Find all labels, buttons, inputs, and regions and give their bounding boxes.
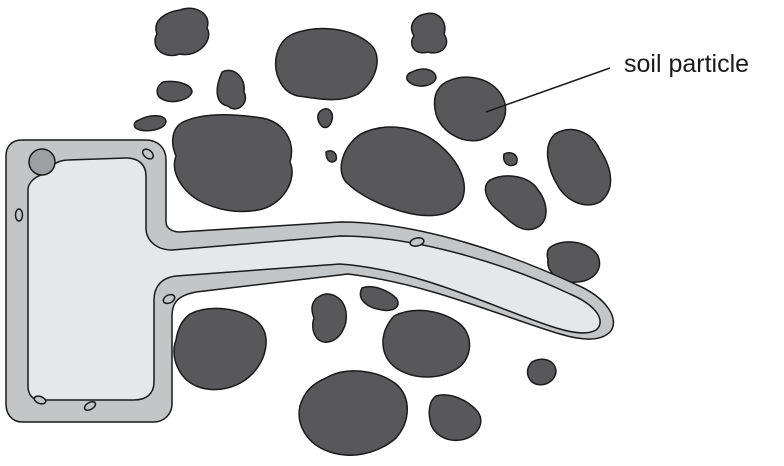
nucleus (29, 149, 55, 175)
soil-particle (412, 13, 447, 53)
soil-particle (157, 81, 192, 101)
soil-particle (429, 395, 481, 440)
soil-particle (173, 115, 292, 212)
soil-particle (485, 176, 546, 230)
soil-particle-label: soil particle (624, 50, 749, 79)
soil-particle (407, 69, 436, 86)
soil-particle (326, 151, 336, 162)
soil-particle (318, 109, 333, 128)
soil-particle (174, 308, 266, 389)
soil-particle (155, 8, 209, 55)
soil-particle (528, 359, 557, 385)
soil-particle (341, 127, 464, 216)
soil-particle (134, 116, 166, 131)
label-pointer-line (486, 68, 610, 112)
soil-particle (276, 29, 377, 100)
soil-particle (383, 310, 470, 377)
soil-particle (360, 287, 398, 311)
soil-particle (548, 130, 611, 205)
mitochondrion (16, 209, 23, 221)
soil-particle (504, 153, 517, 166)
soil-particle (299, 371, 407, 455)
soil-particle (312, 294, 346, 342)
soil-particle (217, 70, 245, 108)
